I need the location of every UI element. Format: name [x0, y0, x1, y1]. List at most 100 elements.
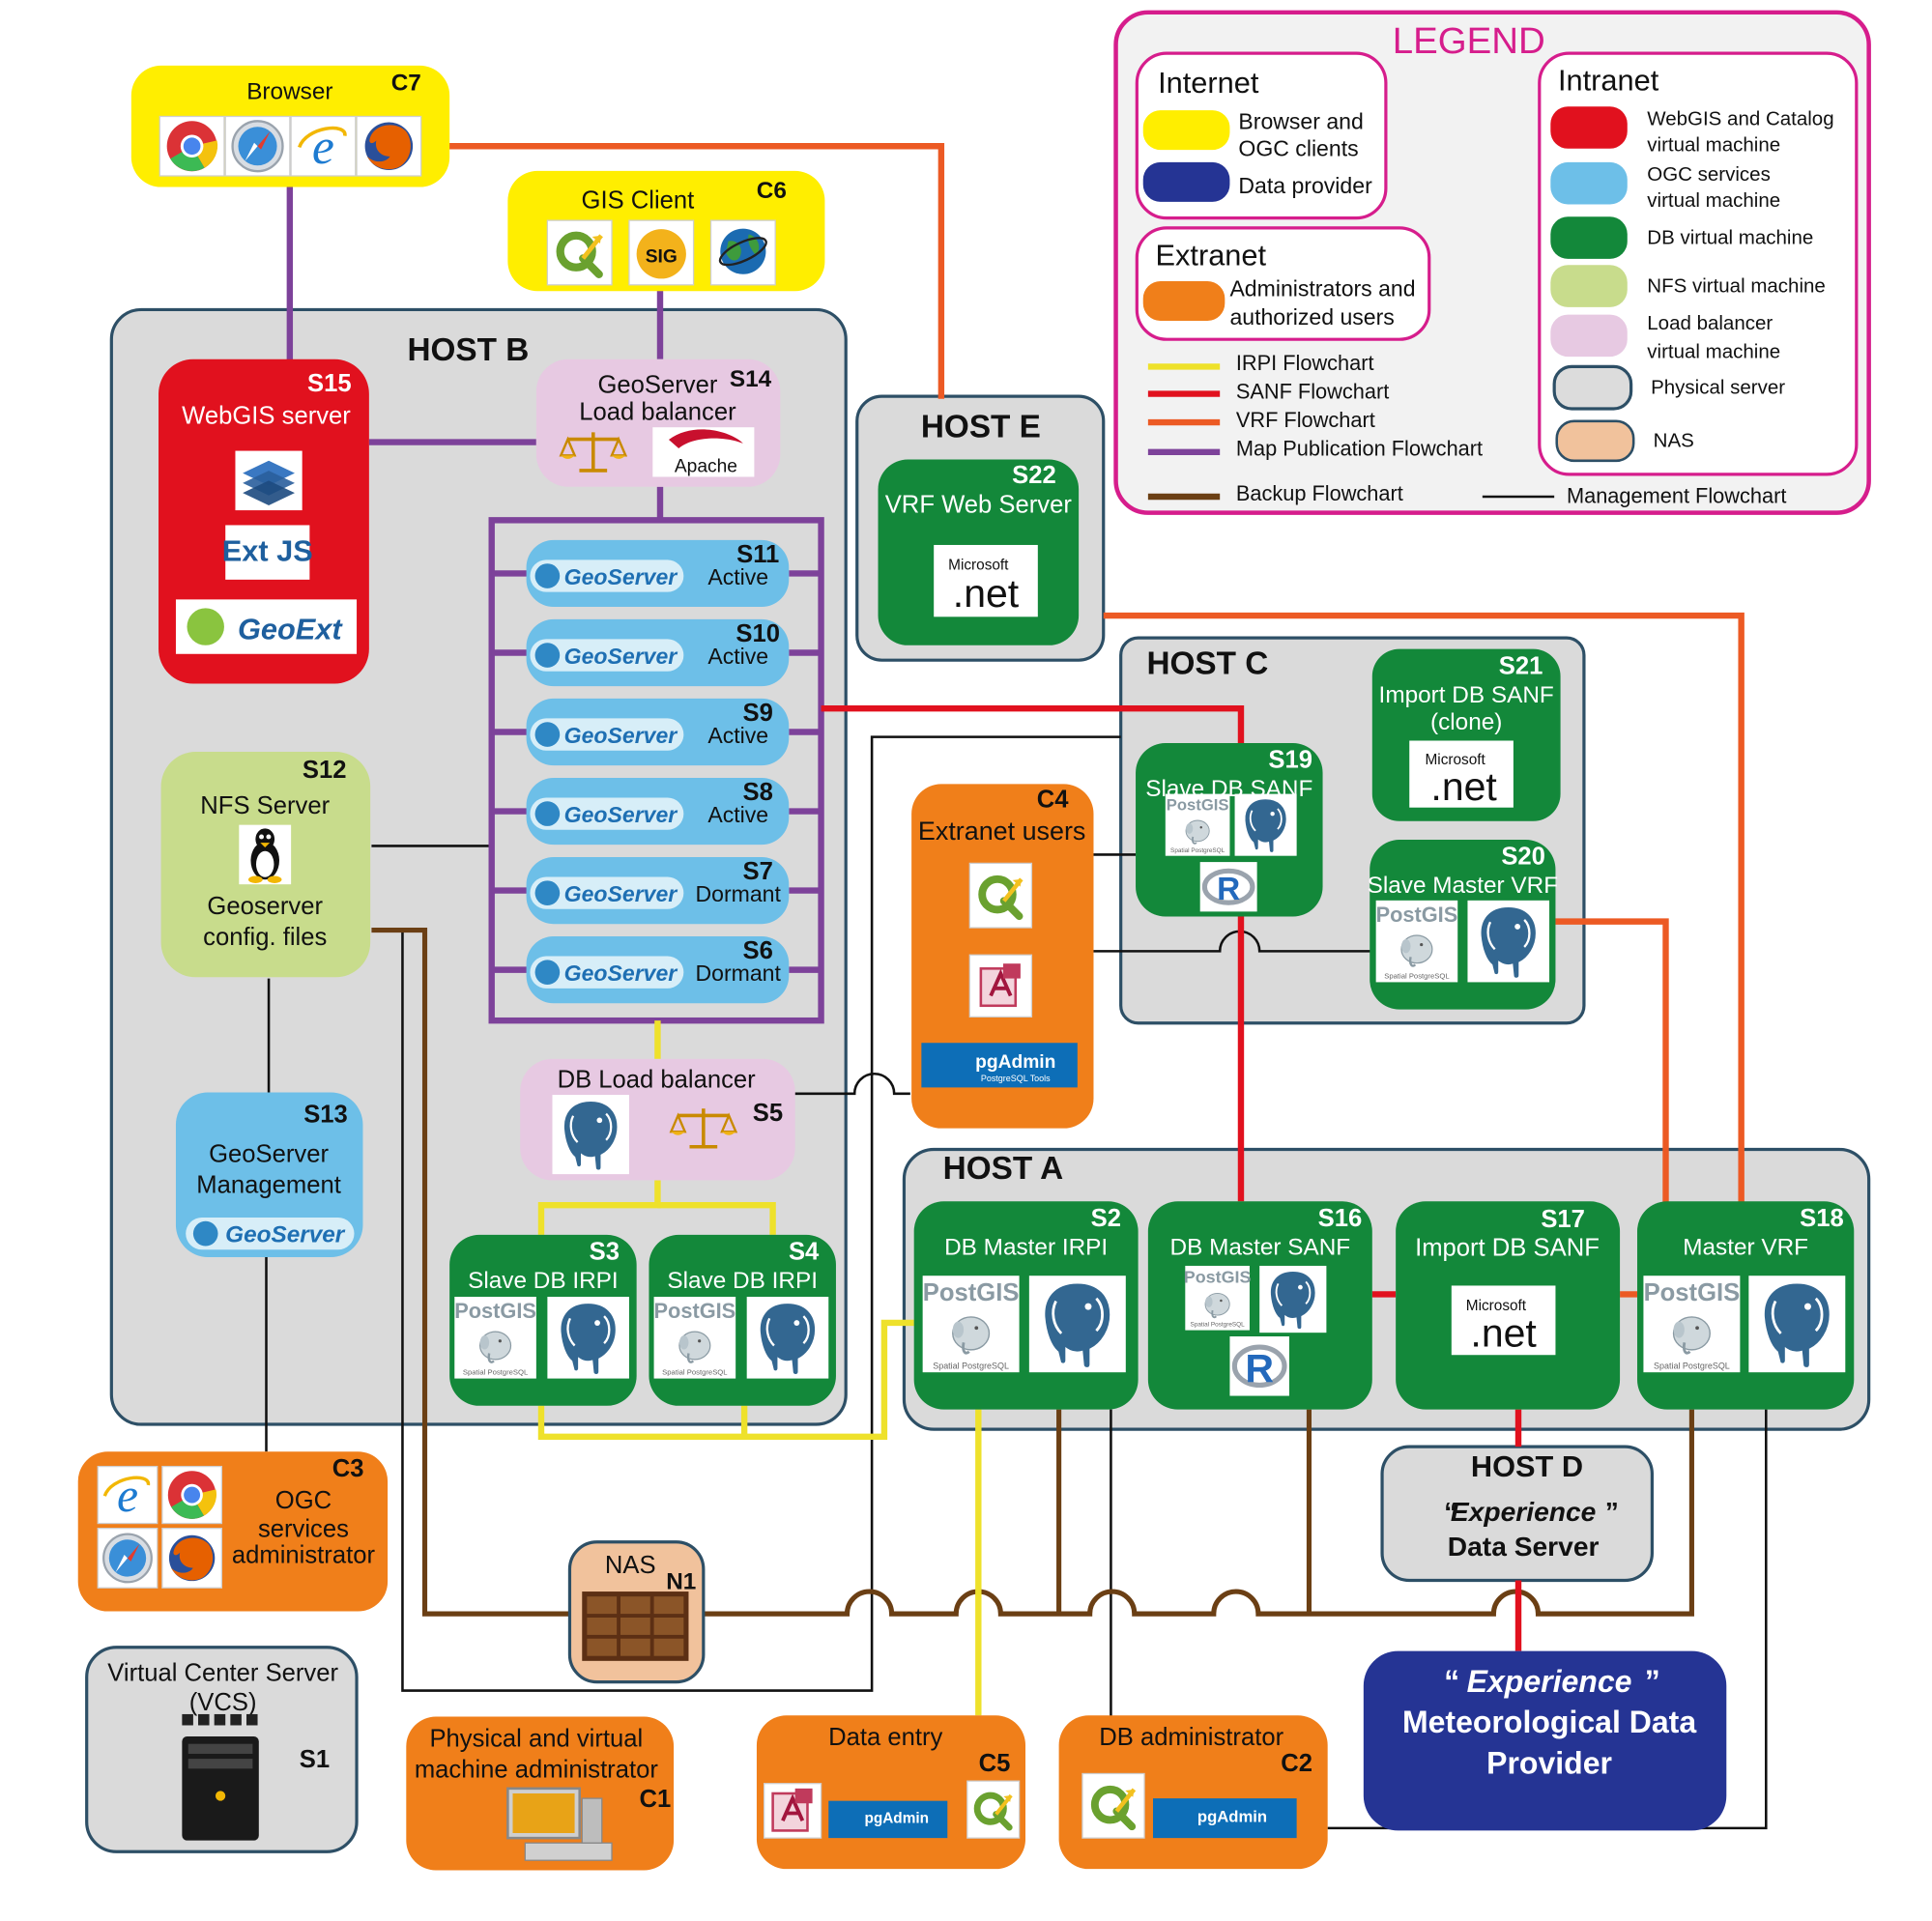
geoserver-logo: GeoServer [564, 723, 679, 748]
s21-ms-label: Microsoft [1426, 752, 1486, 768]
geoserver-id: S7 [743, 858, 773, 885]
s22-ms-label: Microsoft [948, 558, 1009, 574]
nas-cabinet-icon [582, 1591, 689, 1661]
s5-id: S5 [753, 1100, 783, 1127]
legend-label-load-balancer: Load balancer [1647, 312, 1773, 334]
node-s22-vrf-web: S22 VRF Web Server Microsoft .net [878, 459, 1080, 645]
postgis-sub: Spatial PostgreSQL [1654, 1361, 1730, 1370]
legend-label-physical: Physical server [1651, 377, 1785, 399]
c6-id: C6 [757, 178, 787, 204]
node-s12-nfs: S12 NFS Server Geoserver config. files [160, 752, 371, 978]
legend-flow-vrf: VRF Flowchart [1236, 408, 1375, 432]
node-s14-load-balancer: GeoServer S14 Load balancer Apache [535, 358, 781, 487]
postgis-logo: PostGIS [1644, 1279, 1741, 1306]
geoserver-logo-bg [530, 639, 684, 672]
c4-id: C4 [1037, 787, 1070, 814]
legend-label-nas: NAS [1654, 430, 1694, 452]
c5-title: Data entry [828, 1724, 942, 1751]
node-s15-webgis: S15 WebGIS server Ext JS GeoExt [159, 358, 369, 684]
r-logo: R [1217, 872, 1240, 907]
legend-label-db: DB virtual machine [1647, 227, 1813, 249]
legend-swatch-admins [1142, 280, 1226, 321]
s4-id: S4 [789, 1239, 820, 1266]
s19-id: S19 [1268, 747, 1312, 774]
node-s5-db-load-balancer: DB Load balancer S5 [520, 1058, 795, 1181]
s21-title-2: (clone) [1430, 709, 1502, 735]
geoserver-status: Dormant [696, 881, 782, 906]
map-publication-lines [286, 186, 824, 1024]
c7-title: Browser [246, 79, 332, 105]
s21-title-1: Import DB SANF [1379, 682, 1554, 708]
host-d-open-quote: “ [1444, 1496, 1457, 1527]
safari-icon [231, 120, 284, 173]
s16-title: DB Master SANF [1170, 1234, 1351, 1260]
c6-title: GIS Client [582, 186, 695, 214]
c5-access-icon [770, 1786, 815, 1833]
firefox-icon [364, 122, 414, 171]
r-icon [1231, 1344, 1287, 1389]
s17-title: Import DB SANF [1415, 1235, 1600, 1262]
host-d-close-quote: ” [1605, 1496, 1619, 1527]
s1-id: S1 [300, 1746, 330, 1773]
c2-pgadmin-logo: pgAdmin [1197, 1807, 1267, 1825]
postgis-logo: PostGIS [1167, 795, 1229, 814]
s21-net-label: .net [1430, 764, 1497, 809]
s12-sub-2: config. files [203, 924, 327, 951]
apache-feather-icon [668, 429, 743, 448]
c3-firefox-icon [168, 1534, 216, 1582]
geoserver-globe-icon [534, 563, 561, 588]
c1-id: C1 [639, 1786, 671, 1813]
geoserver-status: Active [707, 802, 768, 827]
host-d-label: HOST D [1471, 1449, 1583, 1483]
connections [265, 143, 1768, 1830]
s4-title: Slave DB IRPI [667, 1268, 818, 1294]
geoserver-globe-icon [534, 801, 561, 826]
legend-label-nfs: NFS virtual machine [1647, 274, 1826, 297]
geoserver-logo-bg [530, 718, 684, 751]
host-d-line2: Data Server [1448, 1531, 1600, 1562]
geoserver-id: S9 [743, 700, 773, 727]
host-d-quote: Experience [1451, 1496, 1596, 1527]
s13-title-2: Management [196, 1171, 341, 1198]
s17-id: S17 [1541, 1206, 1585, 1233]
legend-swatch-nas [1555, 419, 1635, 463]
postgis-logo: PostGIS [454, 1299, 536, 1323]
legend-flow-map-publication: Map Publication Flowchart [1236, 437, 1483, 461]
geoserver-logo: GeoServer [564, 564, 679, 589]
geoserver-id: S8 [743, 779, 773, 806]
legend-extranet-title: Extranet [1156, 238, 1267, 272]
s20-title: Slave Master VRF [1368, 873, 1558, 899]
s12-id: S12 [303, 757, 347, 784]
legend-intranet-title: Intranet [1558, 64, 1659, 98]
legend-label-browser-2: OGC clients [1238, 135, 1358, 160]
geoext-icon [187, 608, 224, 645]
geoserver-logo-bg [530, 876, 684, 909]
geoserver-globe-icon [534, 643, 561, 668]
s18-title: Master VRF [1683, 1234, 1808, 1260]
node-s13-management: S13 GeoServer Management GeoServer [175, 1092, 363, 1257]
s3-title: Slave DB IRPI [468, 1268, 619, 1294]
legend-swatch-load-balancer [1550, 314, 1628, 358]
s22-net-label: .net [953, 571, 1020, 616]
node-c4-extranet: C4 Extranet users pgAdmin PostgreSQL Too… [911, 784, 1094, 1129]
s12-sub-1: Geoserver [207, 893, 323, 920]
geoserver-logo-bg [530, 559, 684, 592]
legend-flow-irpi: IRPI Flowchart [1236, 351, 1374, 375]
s22-id: S22 [1012, 462, 1056, 489]
geoserver-logo: GeoServer [564, 960, 679, 986]
geoserver-logo: GeoServer [564, 881, 679, 906]
s1-title-1: Virtual Center Server [107, 1659, 338, 1686]
postgis-sub: Spatial PostgreSQL [933, 1361, 1009, 1370]
postgis-sub: Spatial PostgreSQL [1191, 1322, 1246, 1329]
s22-dotnet-logo: Microsoft .net [934, 544, 1038, 617]
s17-net-label: .net [1470, 1310, 1537, 1355]
irpi-lines [537, 1020, 982, 1716]
node-c1-machine-admin: Physical and virtual machine administrat… [406, 1716, 675, 1871]
